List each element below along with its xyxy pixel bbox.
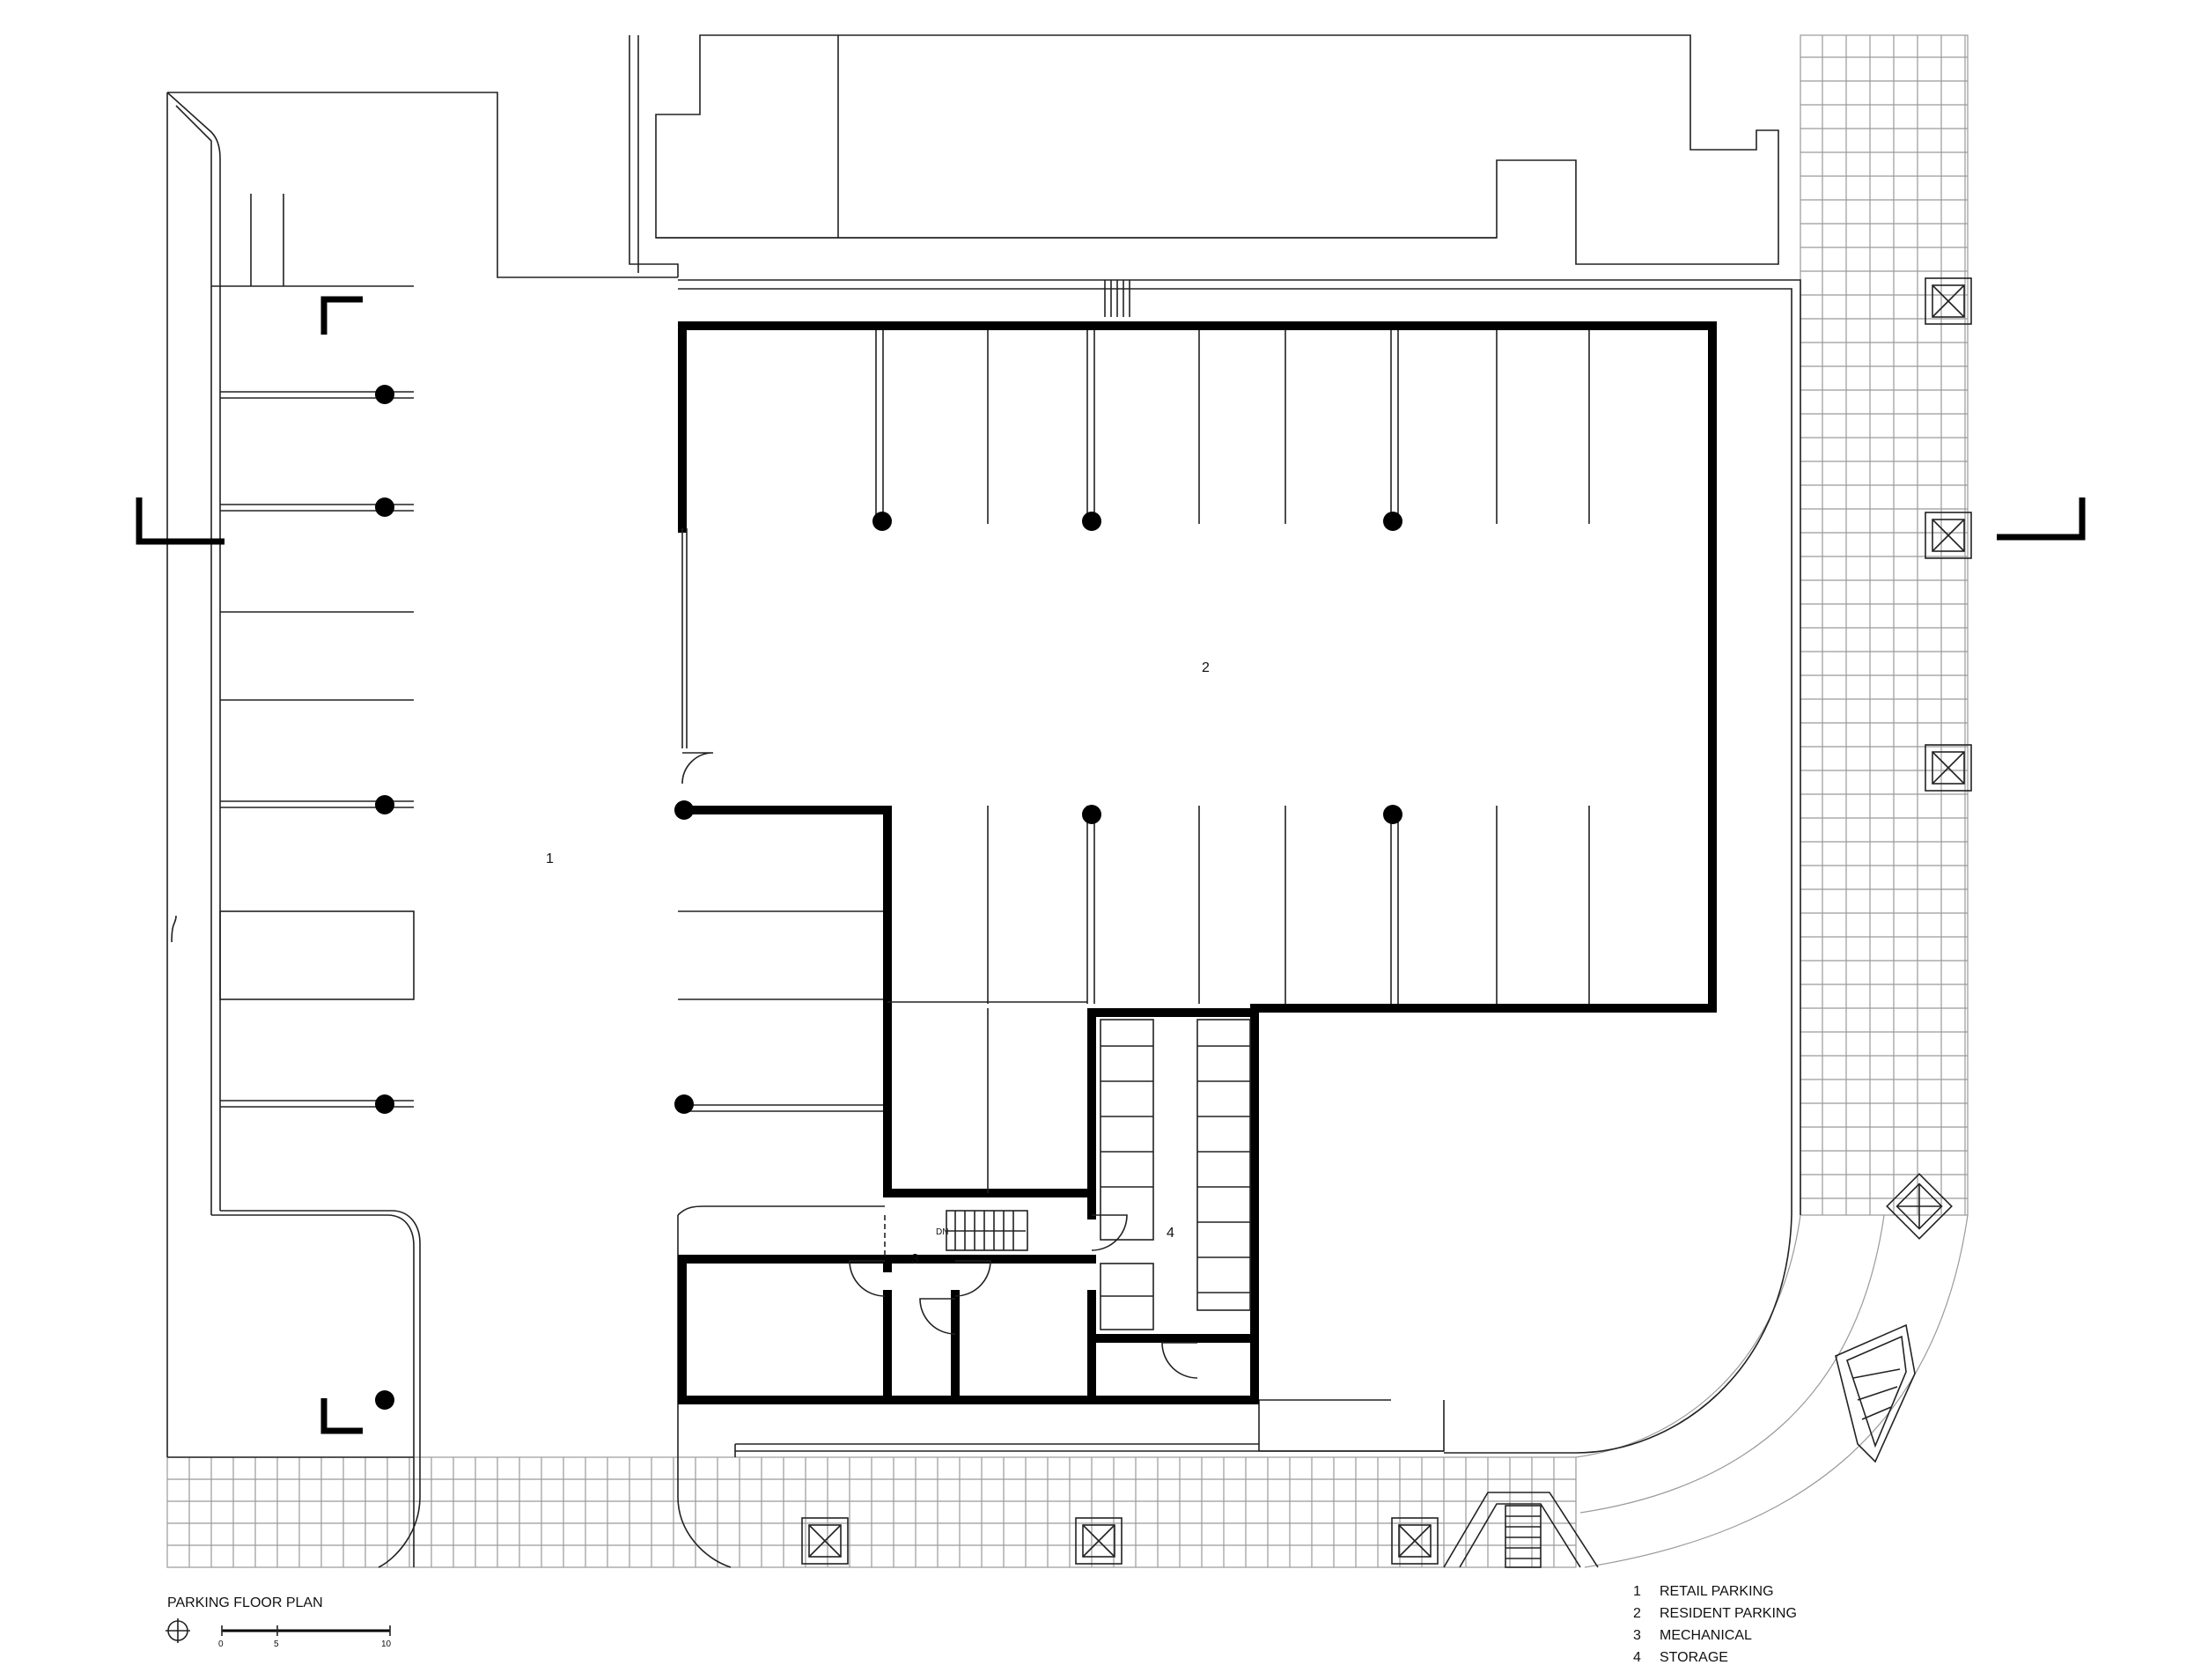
section-marker-icon [136,296,2086,1434]
drawing-title: PARKING FLOOR PLAN [167,1595,323,1610]
service-core: DN [678,752,1259,1404]
room-number-retail-parking: 1 [546,851,554,866]
legend-label: RESIDENT PARKING [1660,1606,1797,1621]
column-icon [1082,805,1101,824]
legend-item: 2 RESIDENT PARKING [1633,1606,1797,1621]
storage-racks [1100,1019,1251,1330]
planter-icon [1075,1517,1123,1565]
column-icon [1383,512,1402,531]
column-icon [1383,805,1402,824]
legend-number: 1 [1633,1584,1641,1599]
scale-bar-icon: 0 5 10 [218,1625,392,1649]
north-arrow-icon [166,1618,190,1643]
scale-tick-10: 10 [381,1639,392,1649]
adjacent-building [629,34,1801,1454]
column-icon [1082,512,1101,531]
stair-run: DN [936,1210,1028,1251]
column-icon [674,1094,694,1114]
column-icon [375,1390,394,1410]
planter-icon [1886,1173,1953,1240]
sidewalk-paving [166,34,1969,1568]
legend-number: 4 [1633,1650,1641,1665]
legend-label: STORAGE [1660,1650,1728,1665]
legend-item: 3 MECHANICAL [1633,1628,1752,1643]
room-number-storage: 4 [1167,1226,1174,1241]
room-number-mechanical: 3 [911,1252,919,1267]
column-icon [375,497,394,517]
legend-number: 2 [1633,1606,1641,1621]
legend-label: RETAIL PARKING [1660,1584,1774,1599]
resident-parking-area [678,321,1717,1197]
structural-columns [375,385,1402,1410]
planter-icon [801,1517,849,1565]
door-swings [681,752,1198,1379]
column-icon [375,795,394,814]
scale-tick-0: 0 [218,1639,224,1649]
room-legend: 1 RETAIL PARKING 2 RESIDENT PARKING 3 ME… [1633,1584,1797,1665]
legend-item: 4 STORAGE [1633,1650,1728,1665]
stair-down-label: DN [936,1227,948,1237]
planter-icon [1391,1517,1439,1565]
planter-icon [1925,277,1972,325]
planter-icon [1925,744,1972,792]
legend-number: 3 [1633,1628,1641,1643]
legend-label: MECHANICAL [1660,1628,1752,1643]
room-number-resident-parking: 2 [1202,660,1210,675]
entry-stairs [1443,1323,1916,1568]
column-icon [375,385,394,404]
drawing-title-block: PARKING FLOOR PLAN 0 5 10 [166,1595,392,1649]
planter-icon [801,277,1972,1565]
column-icon [674,800,694,820]
scale-tick-5: 5 [274,1639,279,1649]
column-icon [375,1094,394,1114]
legend-item: 1 RETAIL PARKING [1633,1584,1774,1599]
column-icon [872,512,892,531]
planter-icon [1925,512,1972,559]
